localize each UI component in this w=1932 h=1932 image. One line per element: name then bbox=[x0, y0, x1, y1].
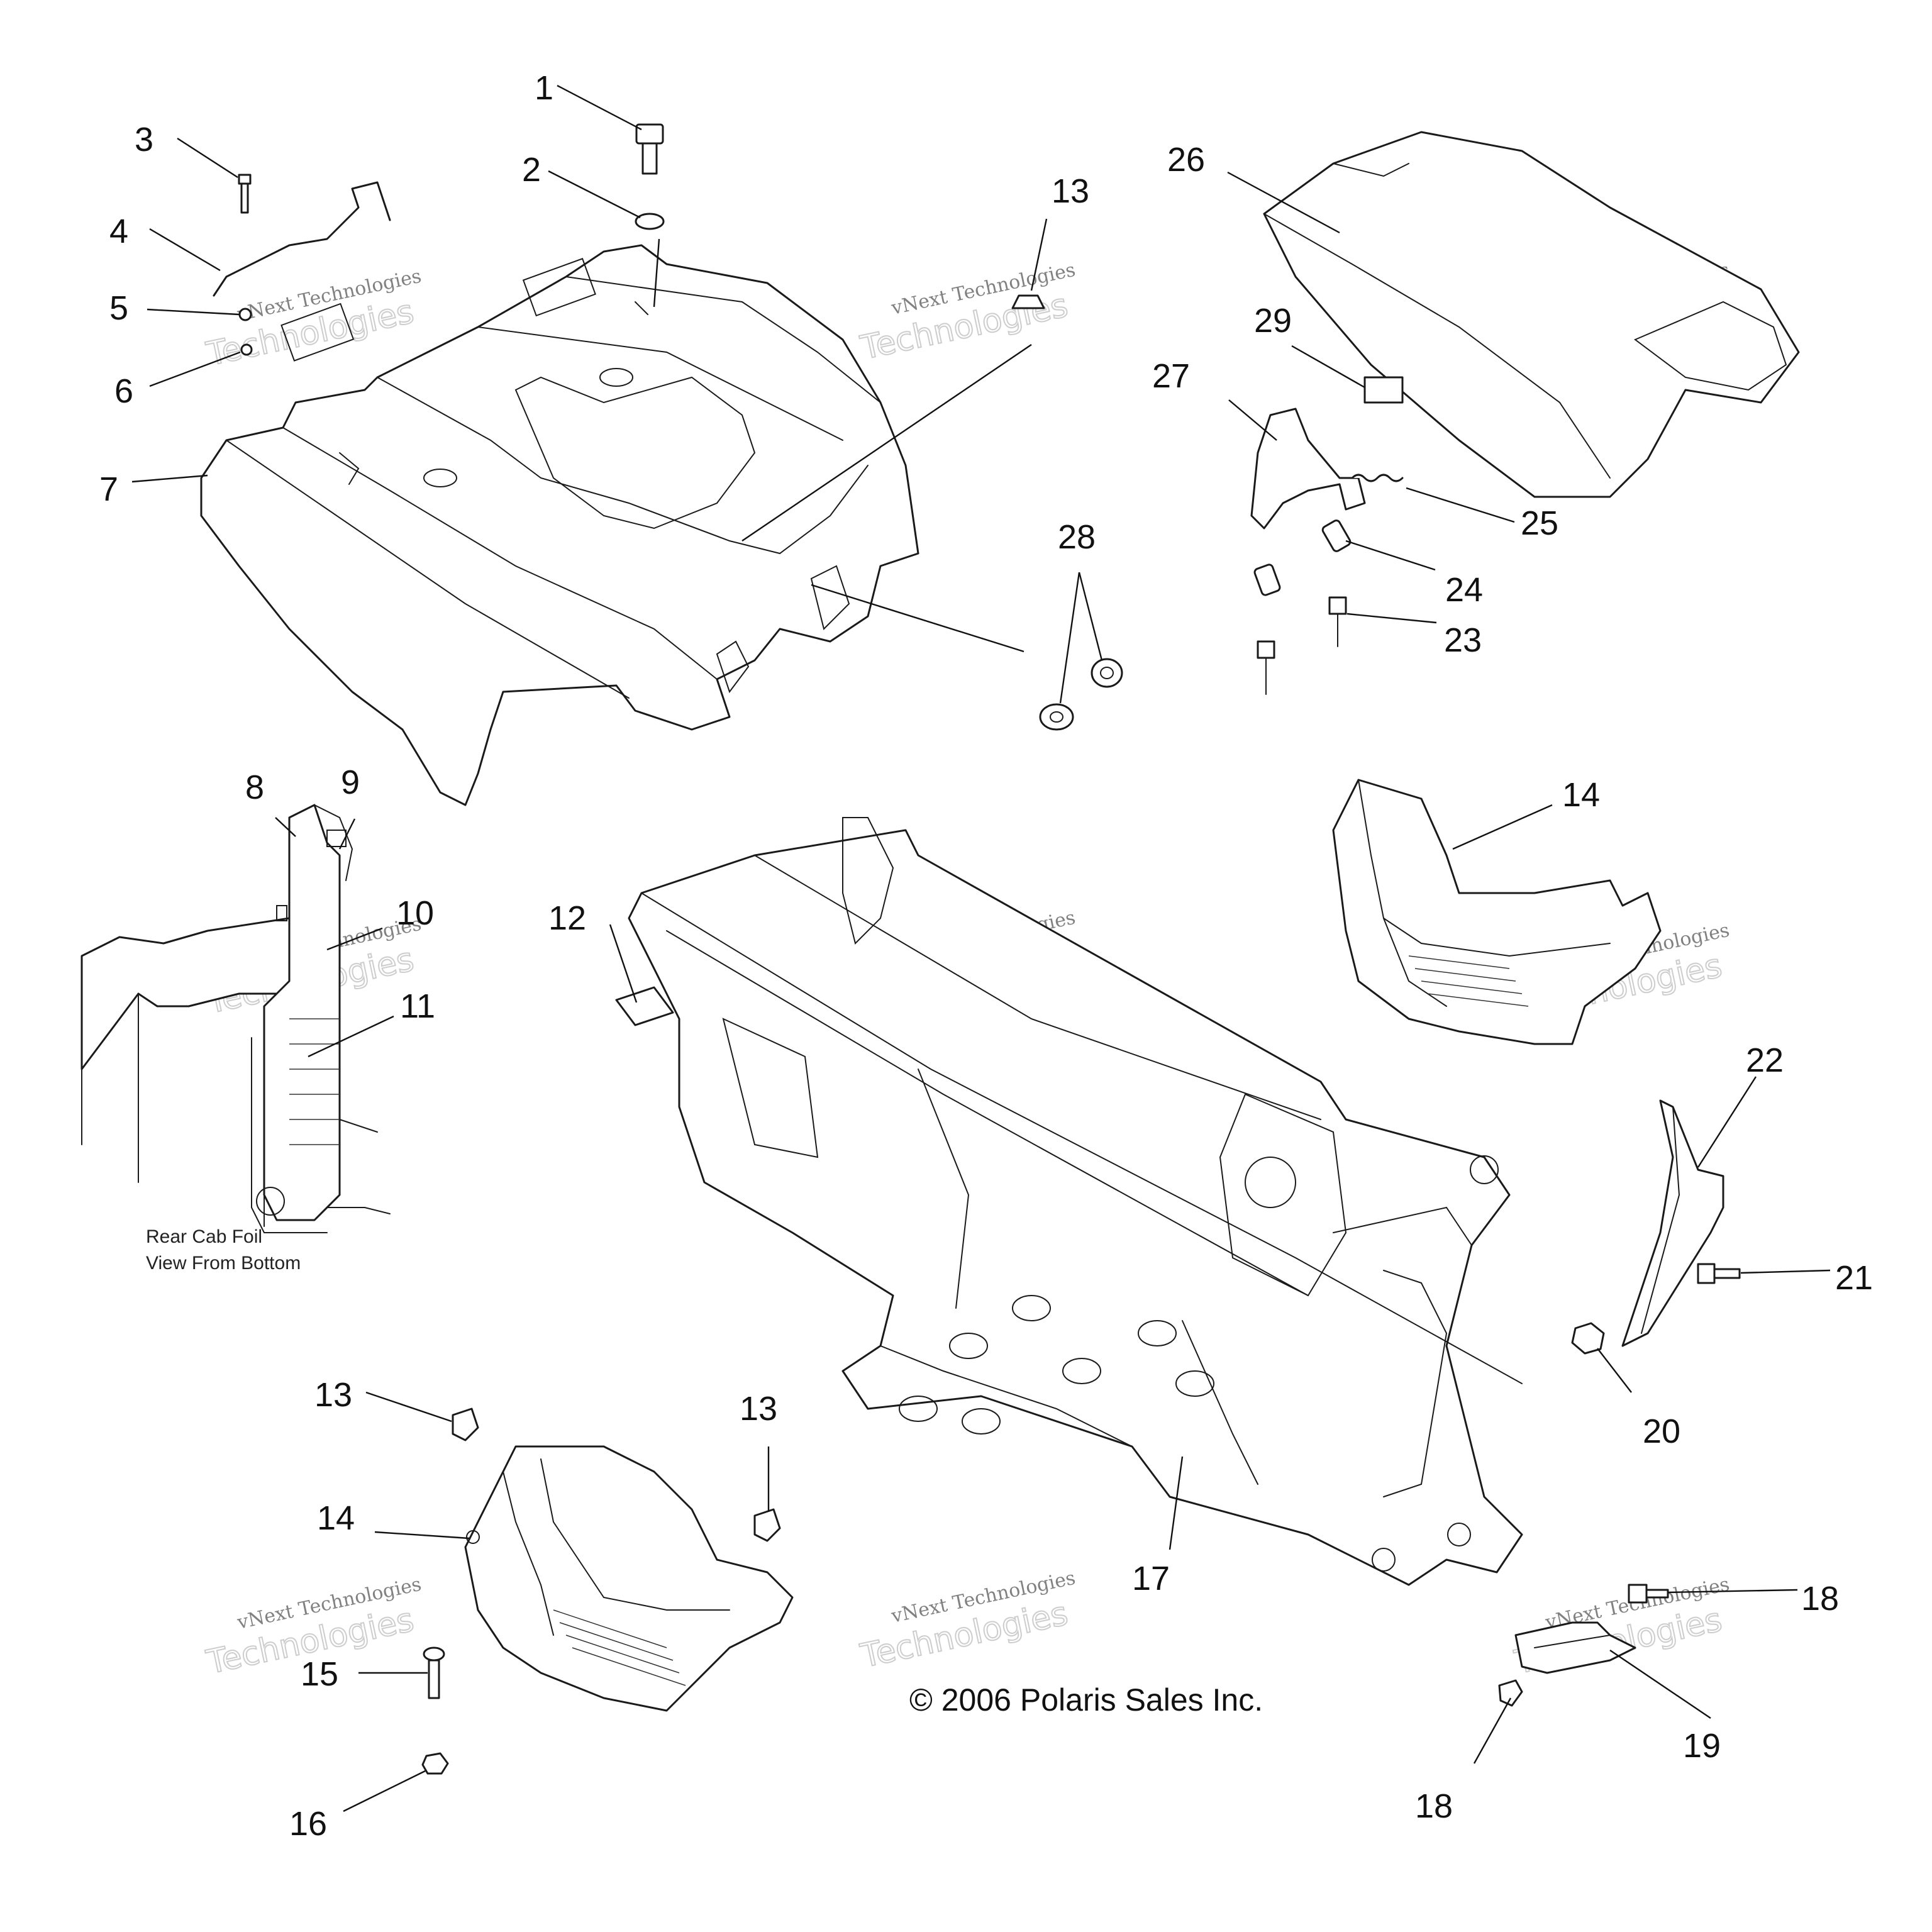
callout-3: 3 bbox=[135, 121, 153, 158]
bolt-1 bbox=[635, 123, 664, 175]
callout-28: 28 bbox=[1058, 518, 1096, 556]
callout-20: 20 bbox=[1643, 1413, 1680, 1450]
watermark: Technologies vNext Technologies bbox=[857, 1567, 1077, 1676]
callout-22: 22 bbox=[1746, 1041, 1784, 1079]
decal-12 bbox=[615, 986, 674, 1026]
callout-23: 23 bbox=[1444, 621, 1482, 659]
rear-cab-fender bbox=[200, 244, 919, 806]
screw-3 bbox=[238, 174, 252, 214]
callout-18-upper: 18 bbox=[1801, 1580, 1839, 1618]
callout-10: 10 bbox=[396, 894, 434, 932]
frame-17 bbox=[628, 817, 1523, 1586]
watermark: Technologies vNext Technologies bbox=[857, 259, 1077, 368]
callout-labels: 1 2 3 4 5 6 7 8 9 10 11 12 13 13 13 14 1… bbox=[99, 69, 1873, 1843]
bolt-21 bbox=[1697, 1263, 1741, 1284]
clip-24b bbox=[1253, 564, 1281, 596]
callout-25: 25 bbox=[1521, 504, 1558, 542]
footwell-14-left bbox=[464, 1445, 794, 1712]
spring-25 bbox=[1351, 474, 1404, 482]
push-rivet-13-mid bbox=[753, 1508, 781, 1542]
callout-13-left: 13 bbox=[314, 1376, 352, 1414]
footwell-14-right bbox=[1332, 779, 1662, 1045]
seat-26 bbox=[1263, 131, 1800, 498]
callout-6: 6 bbox=[114, 372, 133, 410]
callout-29: 29 bbox=[1254, 302, 1292, 340]
screw-15 bbox=[423, 1646, 445, 1699]
callout-16: 16 bbox=[289, 1805, 327, 1843]
callout-9: 9 bbox=[341, 763, 360, 801]
callout-7: 7 bbox=[99, 470, 118, 508]
bracket-22 bbox=[1621, 1099, 1724, 1347]
callout-21: 21 bbox=[1835, 1259, 1873, 1297]
washer-5 bbox=[238, 308, 252, 321]
bolt-18-lower bbox=[1498, 1679, 1523, 1707]
bolt-18-upper bbox=[1628, 1584, 1669, 1604]
grommet-28 bbox=[1039, 658, 1123, 731]
inset-caption-line2: View From Bottom bbox=[146, 1253, 301, 1274]
callout-27: 27 bbox=[1152, 357, 1190, 395]
callout-2: 2 bbox=[522, 151, 541, 189]
copyright-text: © 2006 Polaris Sales Inc. bbox=[909, 1682, 1263, 1718]
callout-26: 26 bbox=[1167, 141, 1205, 179]
callout-11: 11 bbox=[400, 987, 435, 1025]
washer-2 bbox=[635, 213, 665, 230]
push-rivet-13-top bbox=[1011, 294, 1045, 309]
callout-8: 8 bbox=[245, 769, 264, 806]
callout-15: 15 bbox=[301, 1655, 338, 1693]
nut-6 bbox=[240, 343, 253, 356]
callout-14-left: 14 bbox=[317, 1499, 355, 1537]
clip-24 bbox=[1321, 519, 1352, 552]
step-plate-19 bbox=[1514, 1621, 1636, 1674]
rivet-23 bbox=[1257, 596, 1347, 695]
callout-12: 12 bbox=[548, 899, 586, 937]
latch-27 bbox=[1250, 408, 1366, 530]
rear-cab-foil-inset bbox=[80, 804, 391, 1233]
callout-18-lower: 18 bbox=[1415, 1787, 1453, 1825]
callout-14-right: 14 bbox=[1562, 776, 1600, 814]
callout-13-top: 13 bbox=[1052, 172, 1089, 210]
callout-5: 5 bbox=[109, 289, 128, 327]
callout-24: 24 bbox=[1445, 571, 1483, 609]
nut-16 bbox=[421, 1752, 449, 1775]
callout-17: 17 bbox=[1132, 1560, 1170, 1597]
nut-20 bbox=[1571, 1322, 1605, 1355]
callout-1: 1 bbox=[535, 69, 553, 107]
callout-13-mid: 13 bbox=[740, 1390, 777, 1428]
leader-lines bbox=[131, 84, 1831, 1813]
bumper-29 bbox=[1363, 376, 1404, 404]
callout-4: 4 bbox=[109, 213, 128, 250]
push-rivet-13-left bbox=[452, 1407, 479, 1441]
inset-caption-line1: Rear Cab Foil bbox=[146, 1226, 262, 1247]
callout-19: 19 bbox=[1683, 1727, 1721, 1765]
wire-4 bbox=[213, 181, 391, 297]
